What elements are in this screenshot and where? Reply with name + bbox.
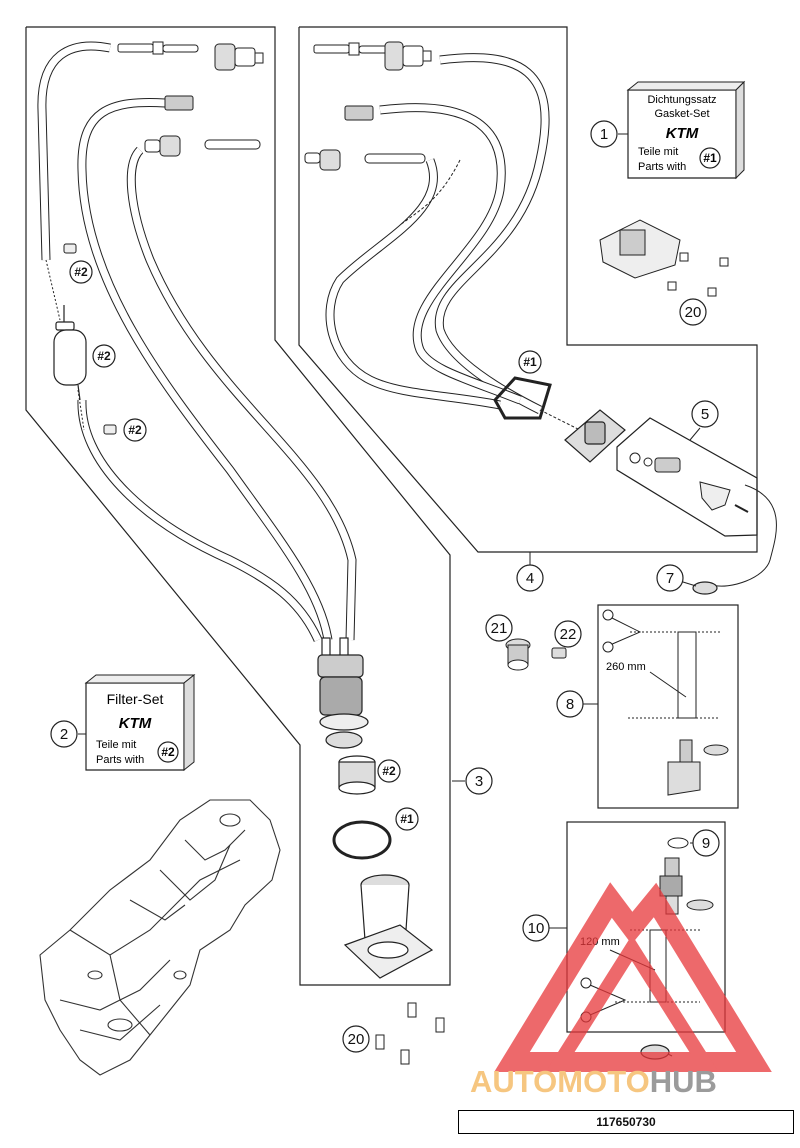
callout-20-upper: 20: [679, 298, 707, 326]
fuel-hoses-left: [37, 41, 357, 642]
hose-8-parts: [602, 609, 729, 796]
fuel-filter: [53, 305, 87, 401]
svg-text:8: 8: [566, 696, 574, 713]
svg-text:#1: #1: [400, 812, 414, 826]
gasket-set-title-en: Gasket-Set: [654, 108, 709, 120]
svg-text:20: 20: [685, 304, 702, 321]
filter-set-box: Filter-Set KTM Teile mit Parts with #2: [84, 673, 196, 772]
watermark-text-automoto: AUTOMOTO: [470, 1064, 650, 1099]
gasket-set-box: Dichtungssatz Gasket-Set KTM Teile mit P…: [626, 80, 746, 180]
watermark-logo: AUTOMOTOHUB: [470, 1064, 800, 1104]
fuel-pump: [317, 637, 369, 749]
callout-20-lower: 20: [342, 1025, 370, 1053]
svg-text:2: 2: [60, 726, 68, 743]
filter-set-parts-de: Teile mit: [96, 739, 136, 751]
svg-text:#2: #2: [382, 764, 396, 778]
tag-2-upper: #2: [69, 260, 93, 284]
gasket-set-parts-en: Parts with: [638, 161, 686, 173]
gasket-set-parts-de: Teile mit: [638, 146, 678, 158]
sensor-parts: [629, 452, 749, 513]
pump-o-ring: [332, 820, 392, 860]
connectors-top-left: [117, 41, 264, 157]
gasket-set-title-de: Dichtungssatz: [647, 94, 716, 106]
svg-text:1: 1: [600, 126, 608, 143]
svg-text:#1: #1: [523, 355, 537, 369]
tag-1-oring: #1: [395, 807, 419, 831]
callout-3: 3: [465, 767, 493, 795]
connectors-top-right: [304, 41, 432, 171]
svg-text:22: 22: [560, 626, 577, 643]
svg-text:#2: #2: [74, 265, 88, 279]
pump-strainer: [338, 755, 376, 795]
tag-2-filter: #2: [92, 344, 116, 368]
svg-text:20: 20: [348, 1031, 365, 1048]
svg-text:4: 4: [526, 570, 534, 587]
callouts: 1 2 3 4 5 7 8 9 10 20 20 21 22: [50, 120, 720, 1053]
callout-21: 21: [485, 614, 513, 642]
svg-text:3: 3: [475, 773, 483, 790]
callout-8: 8: [556, 690, 584, 718]
svg-text:#2: #2: [97, 349, 111, 363]
wire-5-7: [711, 484, 777, 587]
svg-text:5: 5: [701, 406, 709, 423]
fuel-tank: [39, 799, 281, 1076]
assembly-outlines: [25, 26, 758, 1033]
gasket-set-tag: #1: [703, 151, 717, 165]
part-number: 117650730: [458, 1110, 794, 1134]
tag-2-clamp: #2: [123, 418, 147, 442]
callout-7-upper: 7: [656, 564, 684, 592]
group-10-box: [566, 821, 726, 1033]
group-5-box: [616, 417, 758, 537]
pump-flange: [493, 376, 626, 463]
svg-text:10: 10: [528, 920, 545, 937]
pump-housing: [343, 874, 434, 979]
filter-set-tag: #2: [161, 745, 175, 759]
callout-10: 10: [522, 914, 550, 942]
filter-set-brand: KTM: [119, 715, 152, 732]
callout-4: 4: [516, 564, 544, 592]
parts-21-22: [505, 638, 567, 671]
callout-5: 5: [691, 400, 719, 428]
svg-text:7: 7: [666, 570, 674, 587]
clamp-7-upper: [692, 581, 718, 595]
callout-9: 9: [692, 829, 720, 857]
part-tags: #2 #2 #2 #2 #1 #1: [69, 260, 542, 831]
watermark-text-hub: HUB: [649, 1064, 717, 1099]
svg-text:9: 9: [702, 835, 710, 852]
svg-text:#2: #2: [128, 423, 142, 437]
measurement-hose-8: 260 mm: [606, 661, 646, 673]
gasket-set-brand: KTM: [666, 125, 699, 142]
callout-22: 22: [554, 620, 582, 648]
wiring-harness: [325, 53, 581, 431]
filter-set-parts-en: Parts with: [96, 754, 144, 766]
group-8-box: [597, 604, 739, 809]
svg-text:21: 21: [491, 620, 508, 637]
bolts-20-lower: [375, 1002, 445, 1065]
tag-2-strainer: #2: [377, 759, 401, 783]
group-3-outline: [25, 26, 451, 986]
callout-2: 2: [50, 720, 78, 748]
connector-module: [599, 219, 729, 297]
watermark-triangle: [494, 882, 772, 1072]
callout-1: 1: [590, 120, 618, 148]
group-4-outline: [298, 26, 758, 553]
filter-set-title: Filter-Set: [107, 691, 164, 707]
hose-clamps-small: [63, 243, 117, 435]
tag-1-harness: #1: [518, 350, 542, 374]
